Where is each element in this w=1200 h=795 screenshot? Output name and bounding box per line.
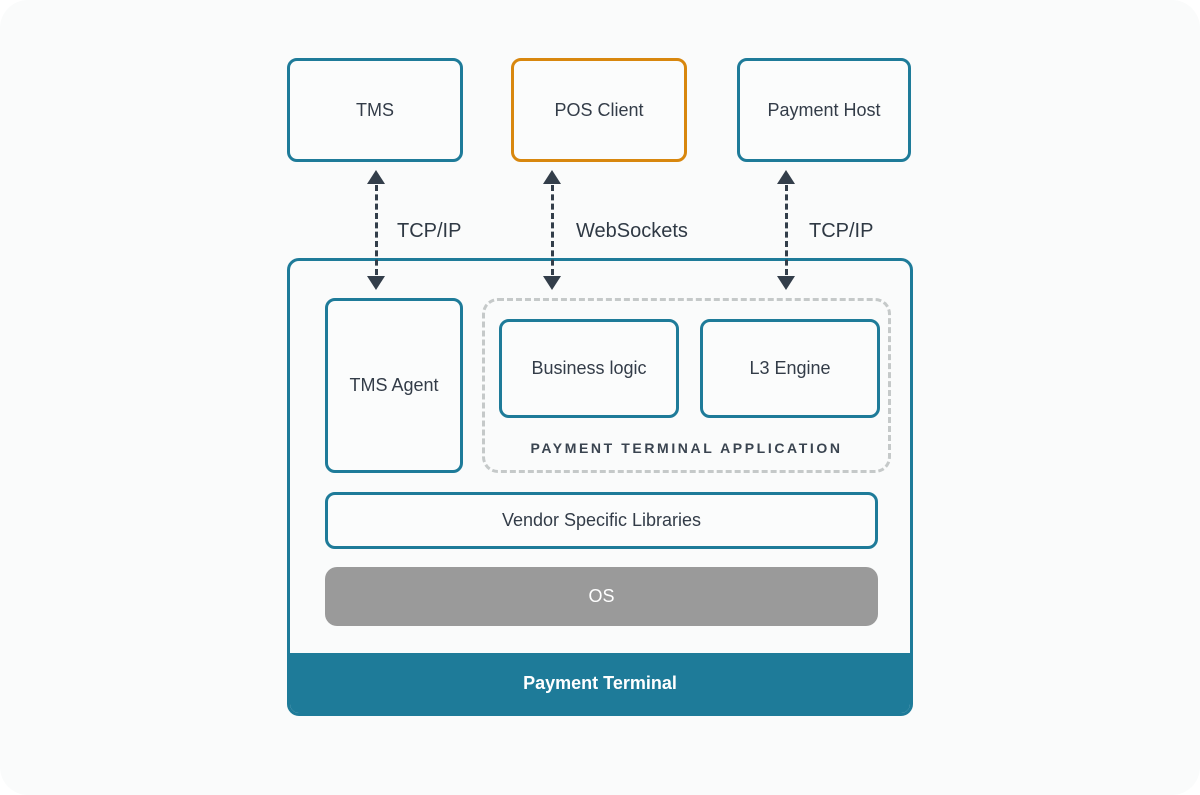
node-payment-host: Payment Host: [737, 58, 911, 162]
connection-label-websockets: WebSockets: [576, 220, 688, 242]
business-logic-box: Business logic: [499, 319, 679, 418]
os-label: OS: [588, 586, 615, 606]
arrow-dashed-shaft: [784, 185, 788, 275]
arrow-up-icon: [367, 170, 385, 184]
l3-engine-box: L3 Engine: [700, 319, 880, 418]
arrow-dashed-shaft: [374, 185, 378, 275]
connection-label-tcpip-right: TCP/IP: [809, 220, 874, 242]
payment-terminal-title: Payment Terminal: [523, 672, 677, 693]
tms-agent-label: TMS Agent: [349, 375, 439, 395]
arrow-tms-connection: [367, 170, 385, 290]
tms-agent-box: TMS Agent: [325, 298, 463, 473]
node-tms: TMS: [287, 58, 463, 162]
arrow-down-icon: [367, 276, 385, 290]
payment-terminal-container: TMS Agent Business logic L3 Engine PAYME…: [287, 258, 913, 716]
connection-label-tcpip-left: TCP/IP: [397, 220, 462, 242]
arrow-pos-connection: [543, 170, 561, 290]
business-logic-label: Business logic: [531, 358, 647, 378]
arrow-host-connection: [777, 170, 795, 290]
arrow-dashed-shaft: [550, 185, 554, 275]
arrow-down-icon: [777, 276, 795, 290]
arrow-up-icon: [777, 170, 795, 184]
node-pos-client-label: POS Client: [554, 99, 644, 120]
l3-engine-label: L3 Engine: [749, 358, 831, 378]
application-group-label: PAYMENT TERMINAL APPLICATION: [530, 440, 843, 456]
vendor-libraries-label: Vendor Specific Libraries: [501, 510, 702, 530]
os-box: OS: [325, 567, 878, 626]
node-tms-label: TMS: [356, 99, 394, 120]
vendor-libraries-box: Vendor Specific Libraries: [325, 492, 878, 549]
arrow-down-icon: [543, 276, 561, 290]
payment-terminal-footer: Payment Terminal: [290, 653, 910, 713]
arrow-up-icon: [543, 170, 561, 184]
node-payment-host-label: Payment Host: [767, 99, 881, 120]
node-pos-client: POS Client: [511, 58, 687, 162]
payment-terminal-application-group: Business logic L3 Engine PAYMENT TERMINA…: [482, 298, 891, 473]
